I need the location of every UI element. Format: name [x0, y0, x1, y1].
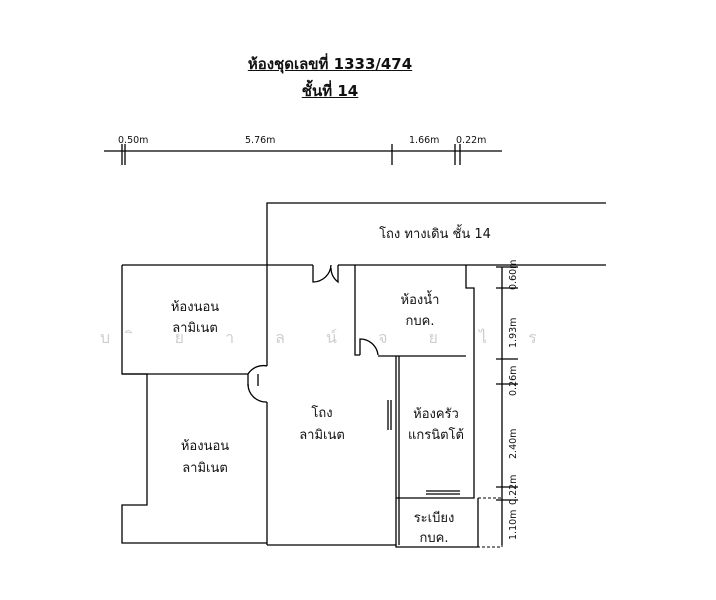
right-dim-2: 1.93m [508, 317, 519, 348]
kitchen-name: ห้องครัว [413, 407, 459, 422]
bedroom2-floor: ลามิเนต [182, 461, 228, 476]
right-dim-1: 0.60m [508, 259, 519, 290]
right-dim-5: 0.22m [508, 474, 519, 505]
right-dim-4: 2.40m [508, 428, 519, 459]
floor-title: ชั้นที่ 14 [301, 82, 359, 100]
entry-door-right [330, 265, 339, 284]
bedroom2-name: ห้องนอน [180, 439, 230, 454]
right-dim-3: 0.26m [508, 365, 519, 396]
bathroom-floor: กบค. [405, 314, 435, 329]
corridor-wall [266, 202, 606, 265]
top-dim-1: 0.50m [118, 135, 149, 146]
bedroom1-floor: ลามิเนต [172, 321, 218, 336]
watermark: บ ิ ย า ล น์ จ ย ไ ร [100, 328, 555, 347]
top-dim-2: 5.76m [245, 135, 276, 146]
bathroom-name: ห้องน้ำ [400, 293, 440, 308]
right-dim-6: 1.10m [508, 509, 519, 540]
bottom-wall [267, 498, 479, 548]
top-dim-3: 1.66m [409, 135, 440, 146]
bedroom2-door [247, 383, 268, 403]
balcony-dashed [478, 497, 503, 548]
hall-floor: ลามิเนต [299, 428, 345, 443]
bathroom-right-wall [396, 265, 475, 499]
balcony-name: ระเบียง [413, 511, 455, 526]
entry-door-left [312, 264, 332, 283]
kitchen-floor: แกรนิตโต้ [408, 428, 464, 443]
unit-title: ห้องชุดเลขที่ 1333/474 [247, 55, 413, 73]
top-dim-4: 0.22m [456, 135, 487, 146]
bedroom1-door [247, 364, 268, 375]
hall-name: โถง [311, 406, 333, 421]
bathroom-door [359, 338, 379, 356]
corridor-label: โถง ทางเดิน ชั้น 14 [379, 227, 491, 242]
bathroom-left-wall [354, 265, 360, 356]
balcony-floor: กบค. [419, 531, 449, 546]
bedroom1-name: ห้องนอน [170, 300, 220, 315]
